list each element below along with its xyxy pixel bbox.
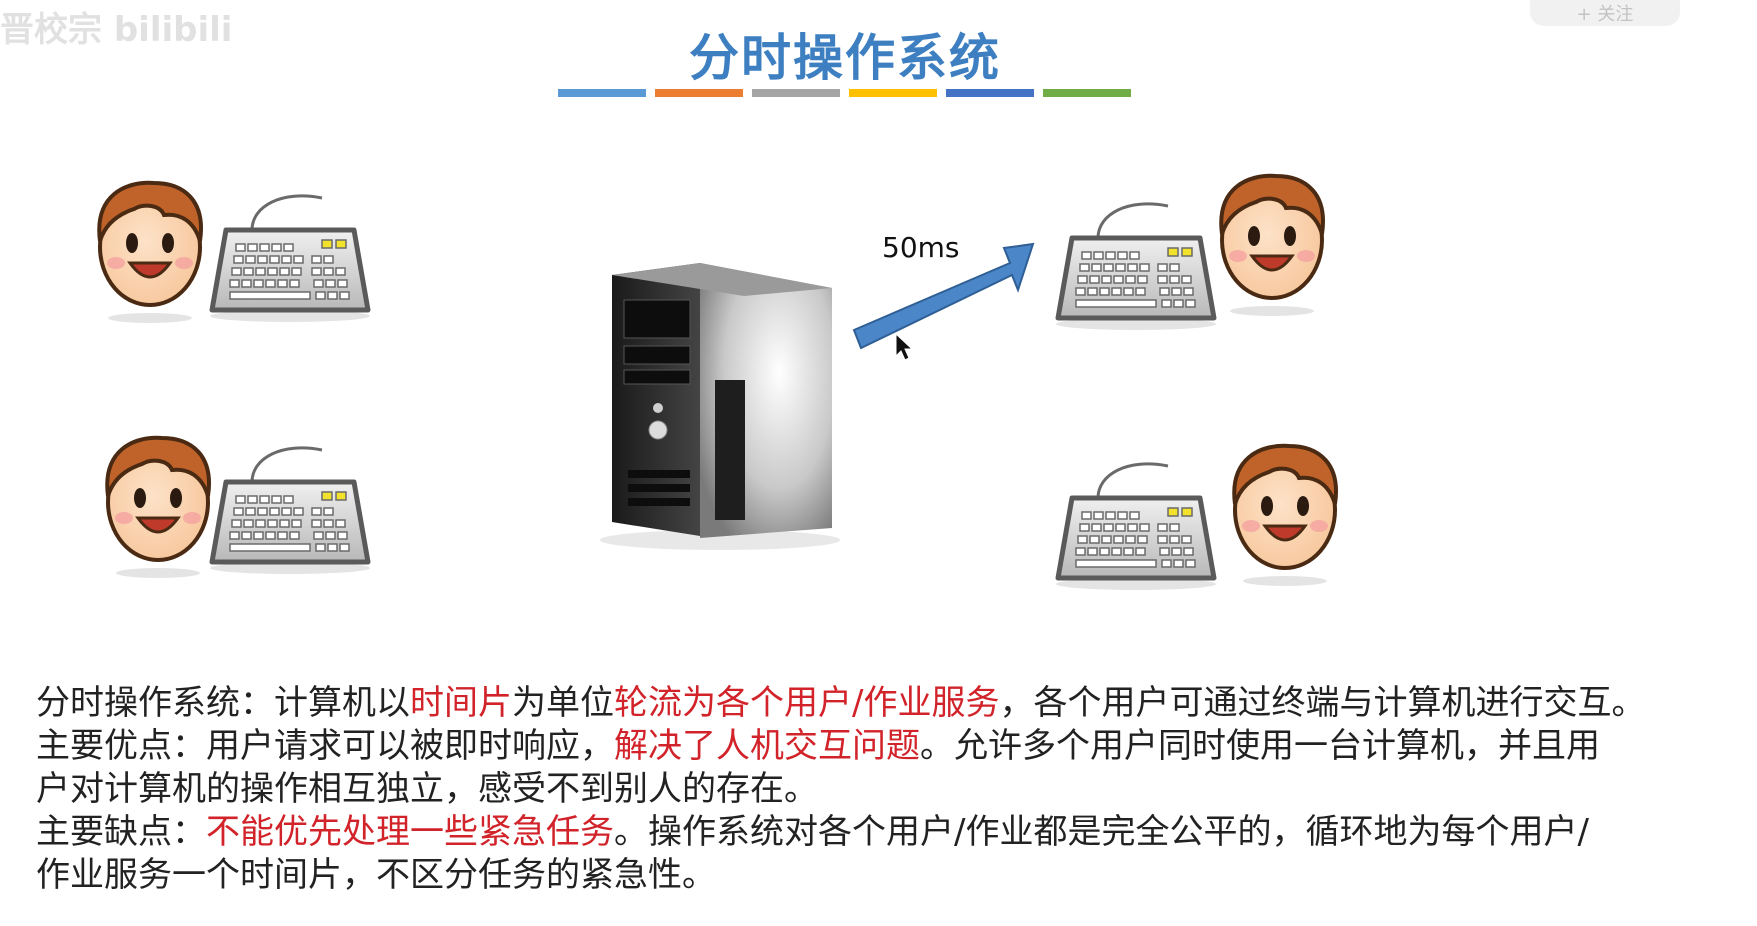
keyboard-icon (210, 448, 370, 574)
server-tower-icon (600, 263, 840, 550)
arrow-label: 50ms (882, 231, 960, 264)
title-underline-bars (558, 89, 1140, 97)
text-span: 。允许多个用户同时使用一台计算机，并且用 (920, 726, 1600, 766)
text-span: 主要缺点： (36, 812, 206, 852)
user-face-icon (1219, 173, 1325, 318)
text-span: 主要优点：用户请求可以被即时响应， (36, 726, 614, 766)
highlight-text: 不能优先处理一些紧急任务 (206, 812, 614, 852)
slide-title: 分时操作系统 (689, 29, 1001, 87)
time-slice-arrow-icon (852, 242, 1035, 350)
disadvantages-line: 主要缺点：不能优先处理一些紧急任务。操作系统对各个用户/作业都是完全公平的，循环… (36, 811, 1756, 854)
highlight-text: 解决了人机交互问题 (614, 726, 920, 766)
definition-line: 分时操作系统：计算机以时间片为单位轮流为各个用户/作业服务，各个用户可通过终端与… (36, 682, 1756, 725)
text-span: 。操作系统对各个用户/作业都是完全公平的，循环地为每个用户/ (614, 812, 1589, 852)
title-bar (1043, 89, 1131, 97)
watermark-logo: 晋校宗 bilibili (0, 10, 233, 50)
mouse-cursor-icon (895, 332, 914, 361)
keyboard-icon (210, 196, 370, 322)
advantages-line: 主要优点：用户请求可以被即时响应，解决了人机交互问题。允许多个用户同时使用一台计… (36, 725, 1756, 768)
user-face-icon (1232, 443, 1338, 588)
title-bar (655, 89, 743, 97)
keyboard-icon (1056, 204, 1216, 330)
disadvantages-line-cont: 作业服务一个时间片，不区分任务的紧急性。 (36, 855, 716, 895)
title-bar (849, 89, 937, 97)
follow-button[interactable]: + 关注 (1530, 0, 1680, 26)
title-bar (558, 89, 646, 97)
user-face-icon (105, 435, 211, 580)
keyboard-icon (1056, 464, 1216, 590)
advantages-line-cont: 户对计算机的操作相互独立，感受不到别人的存在。 (36, 769, 818, 809)
title-bar (752, 89, 840, 97)
description-text: 分时操作系统：计算机以时间片为单位轮流为各个用户/作业服务，各个用户可通过终端与… (36, 682, 1756, 897)
title-bar (946, 89, 1034, 97)
highlight-text: 时间片 (410, 683, 512, 723)
text-span: 为单位 (512, 683, 614, 723)
user-face-icon (97, 180, 203, 325)
text-span: ，各个用户可通过终端与计算机进行交互。 (999, 683, 1646, 723)
highlight-text: 轮流为各个用户/作业服务 (614, 683, 1000, 723)
text-span: 分时操作系统：计算机以 (36, 683, 410, 723)
